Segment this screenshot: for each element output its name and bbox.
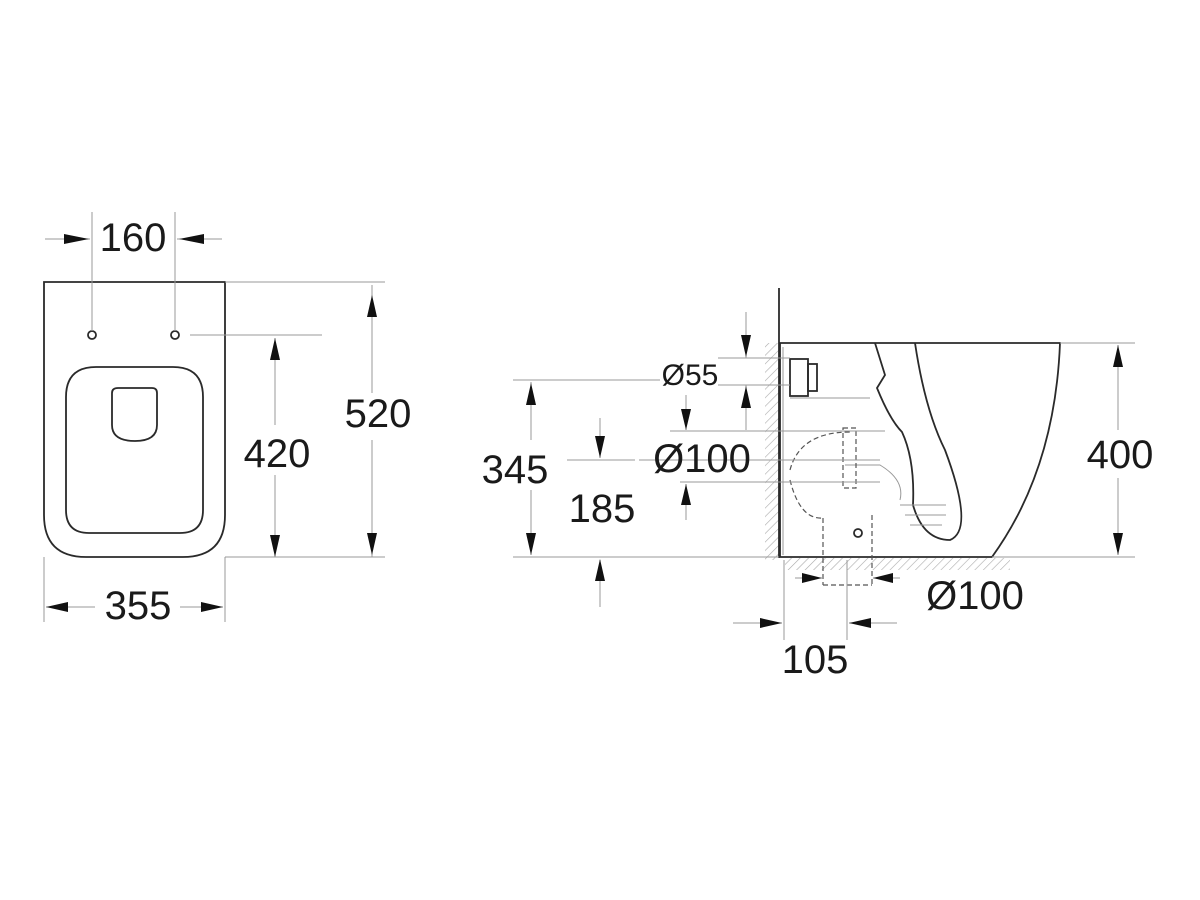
- dimension-105: 105: [733, 560, 897, 682]
- dim-height-label: 400: [1087, 433, 1154, 477]
- dim-inlet-height-label: 345: [482, 448, 549, 492]
- dimension-400: 400: [992, 342, 1154, 558]
- inner-bowl: [111, 387, 158, 442]
- dimension-160: 160: [45, 212, 222, 331]
- dimension-inlet-diameter: Ø55: [662, 312, 790, 430]
- floor-hatch: [785, 558, 1010, 570]
- wall-hatch: [765, 343, 780, 560]
- dim-hole-spacing-label: 160: [100, 216, 167, 260]
- dim-floor-outlet-diameter-label: Ø100: [926, 574, 1024, 618]
- dimension-345: 345: [482, 379, 779, 558]
- bowl-outline: [43, 281, 226, 558]
- dimension-520: 520: [225, 281, 412, 558]
- dim-hole-to-front-label: 420: [244, 432, 311, 476]
- dimension-floor-outlet-diameter: Ø100: [795, 573, 1024, 618]
- dimension-185: 185: [567, 418, 635, 607]
- mounting-hole-left: [87, 330, 97, 340]
- hidden-outlet: [789, 431, 851, 471]
- trapway: [874, 342, 963, 541]
- side-view: Ø55 345 185: [482, 288, 1154, 682]
- dim-outlet-height-label: 185: [569, 487, 636, 531]
- mounting-hole-right: [170, 330, 180, 340]
- seat-opening: [65, 366, 204, 534]
- dim-outlet-diameter-label: Ø100: [653, 437, 751, 481]
- dim-inlet-diameter-label: Ø55: [662, 359, 719, 392]
- inlet-spigot: [789, 358, 809, 397]
- dim-width-label: 355: [105, 584, 172, 628]
- top-view: 160 420 520 355: [43, 212, 412, 628]
- bowl-side-outline: [779, 342, 1061, 558]
- dim-floor-outlet-offset-label: 105: [782, 638, 849, 682]
- dim-length-label: 520: [345, 392, 412, 436]
- dimension-outlet-diameter: Ø100: [639, 395, 885, 520]
- dimension-420: 420: [190, 334, 322, 557]
- dimension-355: 355: [43, 557, 226, 628]
